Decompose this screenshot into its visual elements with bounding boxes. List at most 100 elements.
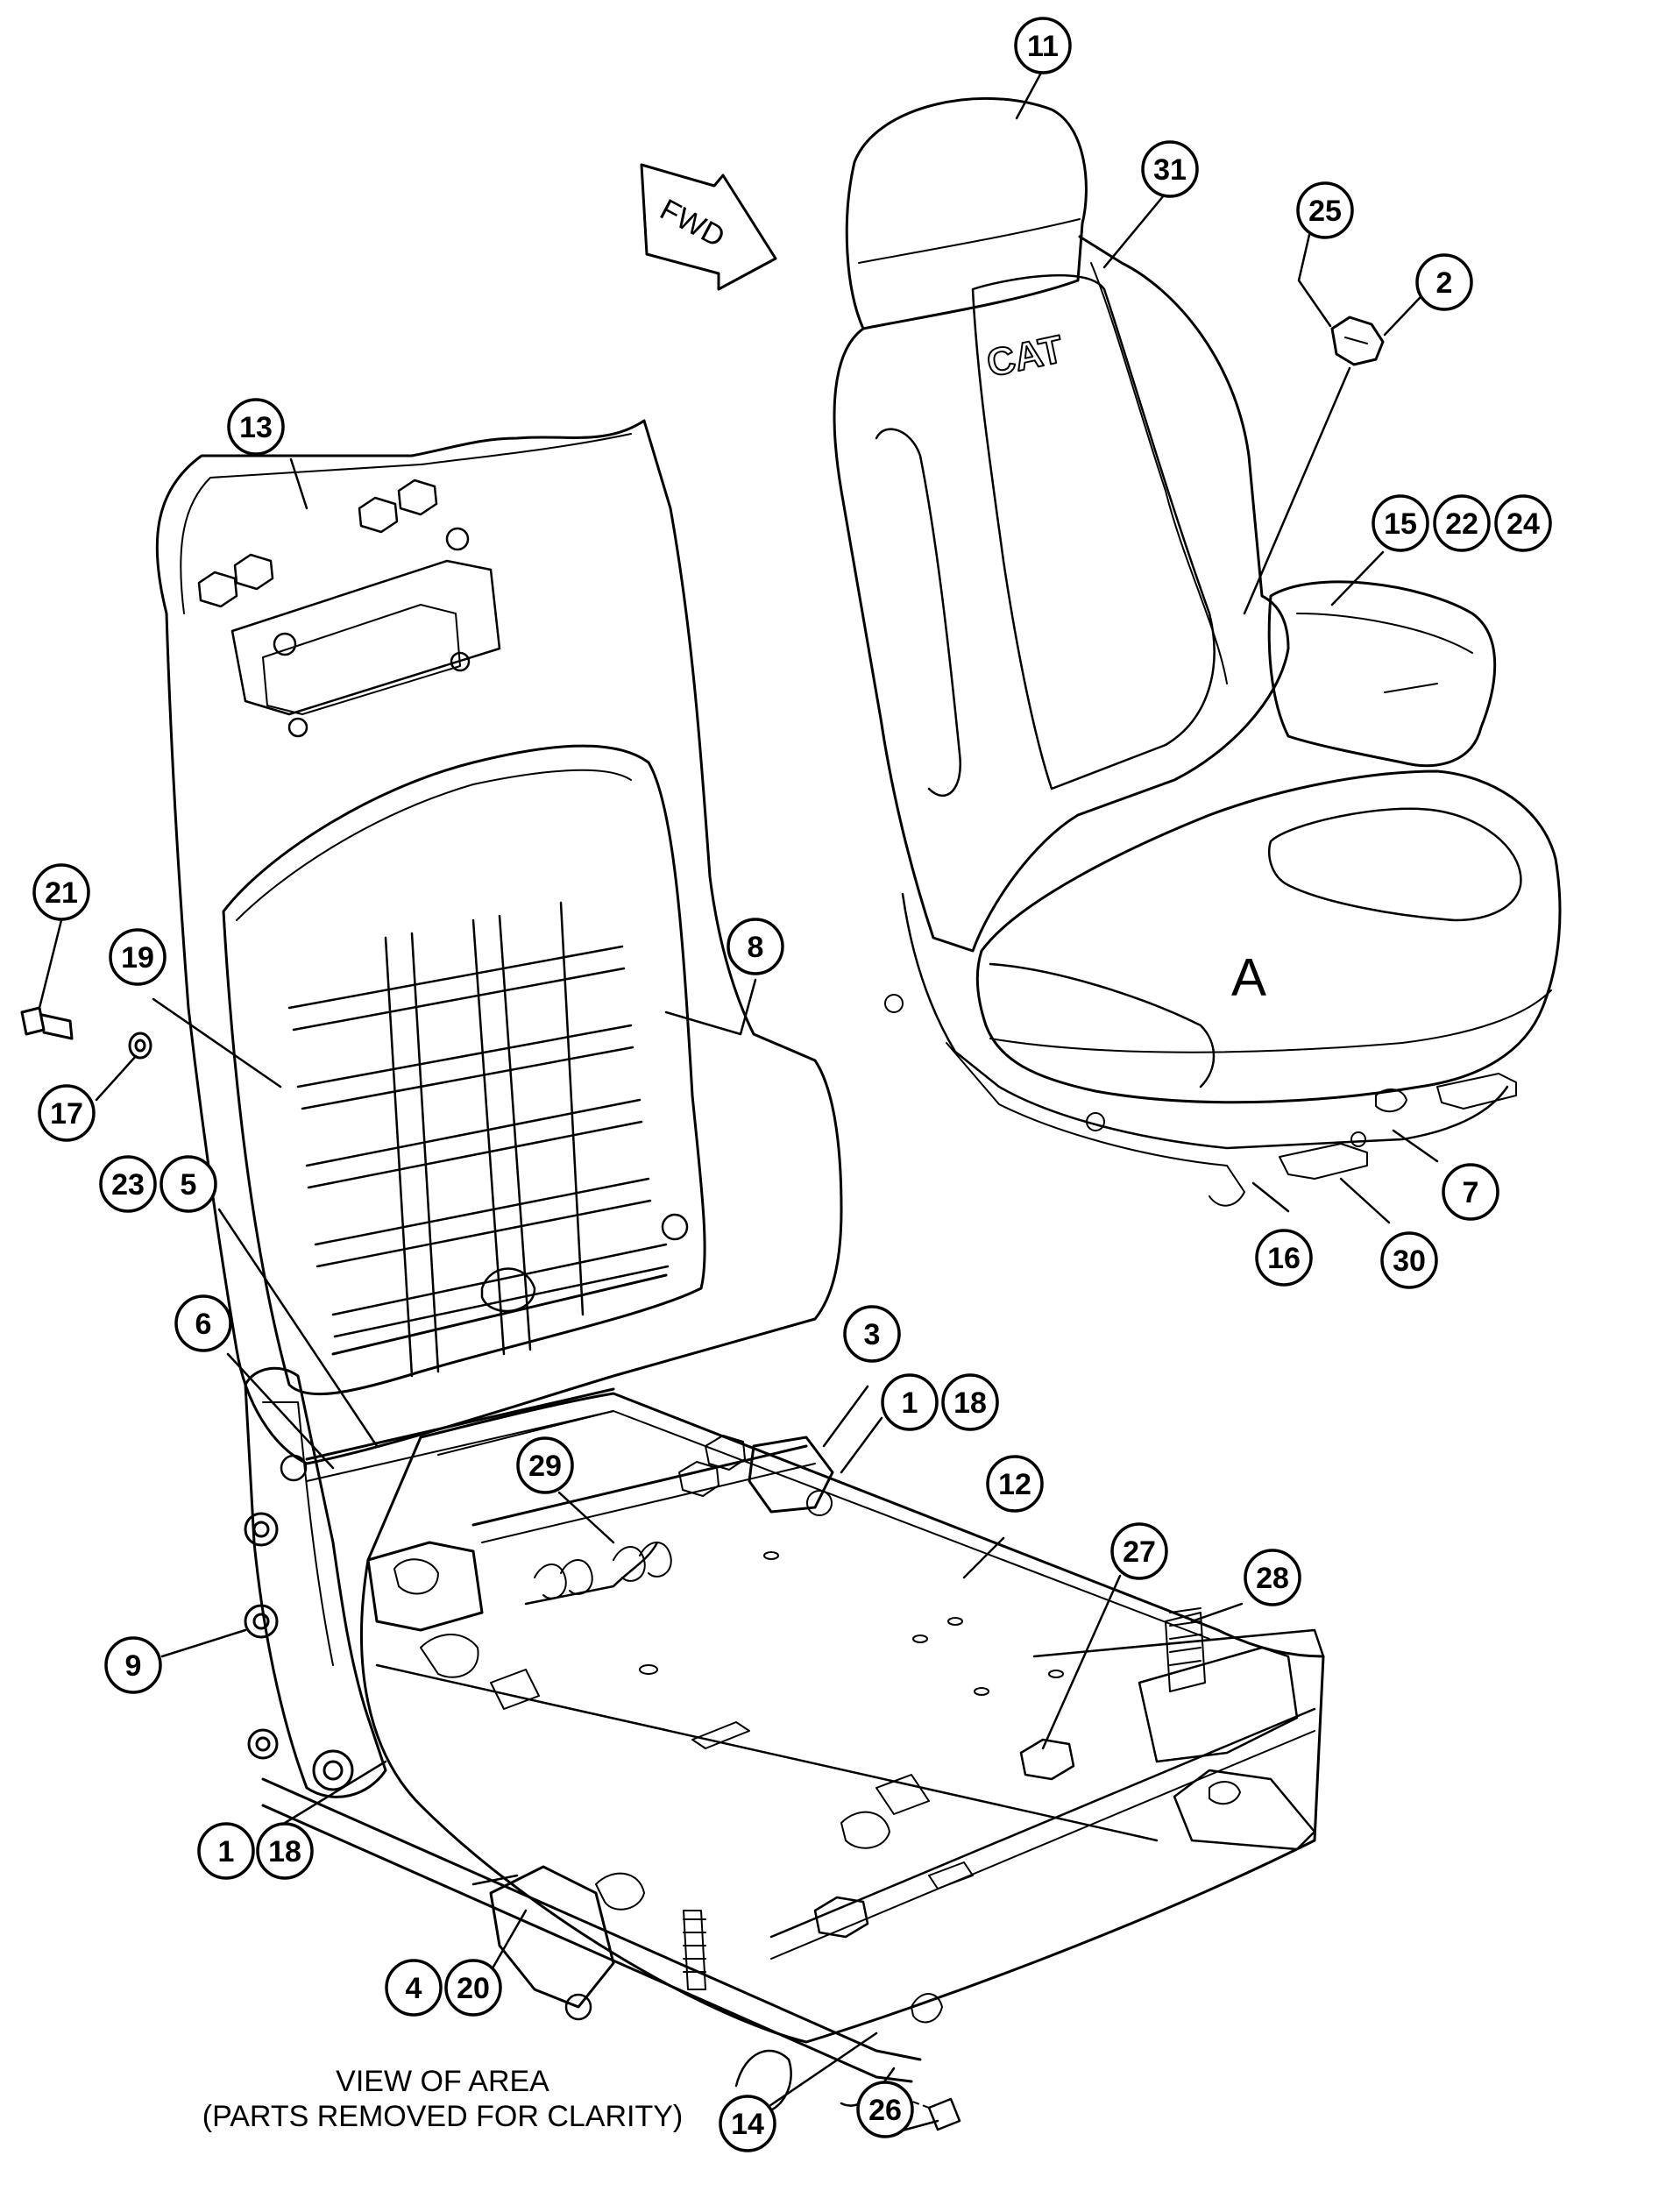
callout-c1b: 1 [197, 1822, 255, 1880]
callout-circle [719, 2095, 776, 2152]
view-label-a: A [1231, 948, 1266, 1007]
callout-c28: 28 [1244, 1549, 1301, 1606]
callout-c18b: 18 [256, 1822, 314, 1880]
callout-label: 12 [998, 1468, 1031, 1501]
callout-label: 22 [1445, 507, 1478, 541]
callout-c11: 11 [1014, 17, 1072, 74]
callout-label: 2 [1436, 266, 1453, 300]
callout-label: 27 [1123, 1535, 1156, 1569]
callout-c3: 3 [843, 1305, 901, 1363]
callout-circle [1415, 253, 1473, 311]
callout-circle [104, 1636, 162, 1694]
backrest-frame-drawing [155, 419, 843, 1482]
callout-circle [1372, 494, 1429, 552]
callout-label: 26 [868, 2094, 902, 2127]
callout-circle [856, 2081, 914, 2138]
callout-circle [727, 918, 784, 975]
fwd-arrow: FWD [640, 163, 777, 291]
callout-circle [986, 1455, 1044, 1513]
callout-c29: 29 [516, 1436, 574, 1494]
callout-circle [32, 863, 90, 921]
callout-c25: 25 [1296, 181, 1354, 239]
callout-label: 11 [1027, 30, 1059, 63]
fwd-label: FWD [655, 193, 730, 254]
bolt-and-washer [20, 1006, 152, 1060]
callout-circle [1014, 17, 1072, 74]
callout-c2: 2 [1415, 253, 1473, 311]
callout-circle [1296, 181, 1354, 239]
callout-circle [1255, 1229, 1313, 1287]
callout-circle [109, 928, 167, 986]
callout-label: 5 [181, 1168, 197, 1202]
callout-label: 6 [195, 1308, 212, 1341]
callout-c14: 14 [719, 2095, 776, 2152]
callout-c30: 30 [1380, 1231, 1438, 1289]
callout-circle [1141, 140, 1199, 198]
callout-label: 13 [239, 411, 273, 444]
callout-label: 28 [1256, 1562, 1289, 1595]
callout-c13: 13 [227, 398, 285, 456]
callout-circle [174, 1294, 232, 1352]
callout-c19: 19 [109, 928, 167, 986]
callout-circle [444, 1959, 502, 2017]
leader-lines [38, 71, 1439, 2136]
caption-line-1: VIEW OF AREA [336, 2065, 549, 2098]
callout-c4: 4 [385, 1959, 443, 2017]
callout-c18a: 18 [941, 1373, 999, 1431]
callout-circle [941, 1373, 999, 1431]
callout-circle [843, 1305, 901, 1363]
callout-label: 1 [218, 1835, 235, 1868]
callout-label: 8 [748, 931, 764, 964]
knob-part [1330, 316, 1385, 366]
callout-label: 3 [864, 1318, 881, 1351]
callout-label: 30 [1393, 1244, 1426, 1278]
callout-c16: 16 [1255, 1229, 1313, 1287]
callout-c26: 26 [856, 2081, 914, 2138]
callout-circle [227, 398, 285, 456]
callout-label: 16 [1267, 1242, 1301, 1275]
callout-label: 1 [902, 1386, 918, 1420]
callout-c31: 31 [1141, 140, 1199, 198]
callout-label: 18 [268, 1835, 301, 1868]
callout-label: 17 [50, 1097, 83, 1131]
callout-circle [1494, 494, 1552, 552]
callout-label: 23 [111, 1168, 145, 1202]
callout-c15: 15 [1372, 494, 1429, 552]
callout-circle [1380, 1231, 1438, 1289]
callout-c24: 24 [1494, 494, 1552, 552]
callout-c21: 21 [32, 863, 90, 921]
callout-label: 18 [953, 1386, 987, 1420]
callout-circle [1244, 1549, 1301, 1606]
callout-circle [881, 1373, 939, 1431]
callout-circle [197, 1822, 255, 1880]
callout-circle [1433, 494, 1491, 552]
callout-label: 19 [121, 941, 154, 975]
callout-c6: 6 [174, 1294, 232, 1352]
callout-c27: 27 [1110, 1522, 1168, 1580]
callout-c9: 9 [104, 1636, 162, 1694]
seat-base-drawing [244, 1366, 1325, 2131]
callout-circle [516, 1436, 574, 1494]
callout-circle [99, 1155, 157, 1213]
callout-label: 7 [1463, 1176, 1479, 1209]
cat-logo: CAT [983, 328, 1067, 386]
callout-circle [385, 1959, 443, 2017]
caption-line-2: (PARTS REMOVED FOR CLARITY) [202, 2100, 683, 2133]
callout-circle [1110, 1522, 1168, 1580]
callout-circle [1442, 1163, 1499, 1221]
callout-c8: 8 [727, 918, 784, 975]
callout-label: 9 [125, 1649, 142, 1683]
callout-circle [256, 1822, 314, 1880]
callout-label: 21 [45, 876, 78, 910]
callout-label: 4 [406, 1972, 422, 2005]
callout-c17: 17 [38, 1084, 96, 1142]
callout-c22: 22 [1433, 494, 1491, 552]
callout-label: 31 [1153, 153, 1187, 187]
callout-c20: 20 [444, 1959, 502, 2017]
callout-label: 29 [528, 1450, 562, 1483]
callout-circle [38, 1084, 96, 1142]
callout-label: 20 [457, 1972, 490, 2005]
